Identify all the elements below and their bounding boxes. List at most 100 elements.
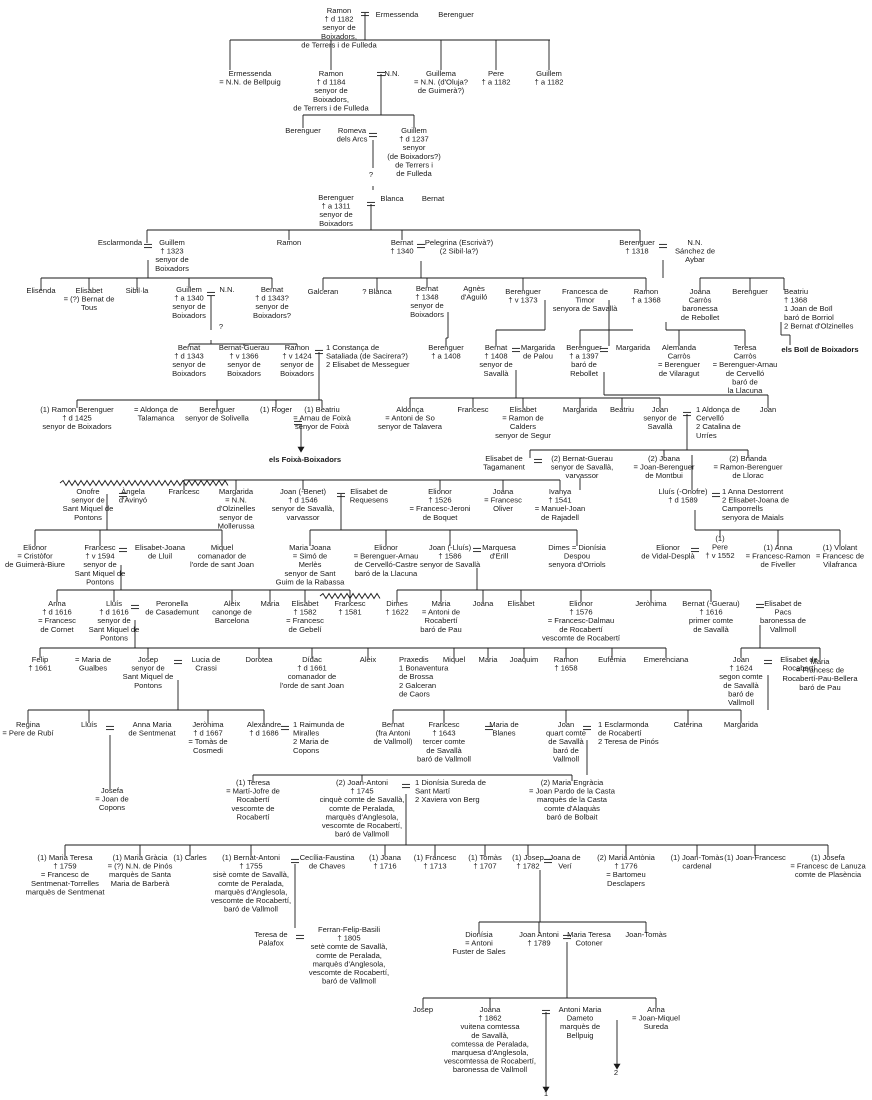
person-line: (2) Brianda xyxy=(729,454,767,463)
person-line: Joana de xyxy=(549,853,580,862)
person-line: comanador de xyxy=(288,672,337,681)
person-line: Maria xyxy=(479,655,499,664)
person-line: Ermessenda xyxy=(376,10,419,19)
person-line: Berenguer xyxy=(619,238,655,247)
person-line: Boixadors xyxy=(319,219,353,228)
person-line: Mollerussa xyxy=(218,521,255,530)
person-line: Requesens xyxy=(350,496,389,505)
person-line: de Rebollet xyxy=(681,313,720,322)
person-line: Timor xyxy=(575,296,595,305)
person-line: Pontons xyxy=(100,633,128,642)
person-line: Sant Miquel de xyxy=(89,625,140,634)
person-joantomas16: Joan-Tomàs xyxy=(625,930,667,939)
person-pere1182: Pere† a 1182 xyxy=(482,69,511,87)
connector-lines xyxy=(27,13,841,1088)
person-guillema: Guillema= N.N. (d'Oluja?de Guimerà?) xyxy=(414,69,468,95)
person-line: Maria xyxy=(811,657,831,666)
person-line: de Terrers i de Fulleda xyxy=(293,103,369,112)
person-line: Vilafranca xyxy=(823,560,857,569)
person-line: = Antoni xyxy=(465,939,493,948)
person-line: Rocabertí xyxy=(237,812,271,821)
person-line: = Berenguer-Arnau xyxy=(354,552,419,561)
person-line: de Chaves xyxy=(309,862,346,871)
person-line: † 1707 xyxy=(473,862,496,871)
person-berenguer5: Berenguer xyxy=(732,287,768,296)
person-dorotea: Dorotea xyxy=(245,655,273,664)
person-line: Margarida xyxy=(616,343,651,352)
person-line: Sataliada (de Sacirera?) xyxy=(326,352,408,361)
person-line: Rocabertí xyxy=(425,616,459,625)
person-line: Elionor xyxy=(569,599,593,608)
person-line: Francesc xyxy=(334,599,365,608)
person-line: de Fiveller xyxy=(760,560,795,569)
person-line: Galceran xyxy=(308,287,339,296)
person-line: Marquesa xyxy=(482,543,517,552)
person-line: † d 1182 xyxy=(325,15,354,24)
person-line: ? xyxy=(369,170,373,179)
person-nn5: N.N. xyxy=(219,285,234,294)
person-line: Guillem xyxy=(176,285,202,294)
person-line: la Llacuna xyxy=(728,386,763,395)
person-line: de Palou xyxy=(523,352,553,361)
person-line: Maria xyxy=(432,599,452,608)
person-line: Lluís xyxy=(106,599,122,608)
person-line: = Joan de xyxy=(95,795,129,804)
person-line: Maria Teresa xyxy=(567,930,612,939)
person-line: † 1661 xyxy=(28,664,51,673)
person-line: baró de Pau xyxy=(799,683,840,692)
person-line: senyor de xyxy=(97,616,130,625)
person-line: = Aldonça de xyxy=(134,405,178,414)
person-line: = Manuel-Joan xyxy=(535,504,585,513)
person-line: † a 1397 xyxy=(569,352,599,361)
person-line: l'orde de sant Joan xyxy=(280,681,344,690)
person-eufemia: Eufèmia xyxy=(598,655,627,664)
person-line: Joan xyxy=(558,720,574,729)
person-guillem1182: Guillem† a 1182 xyxy=(535,69,564,87)
person-line: † d 1667 xyxy=(193,729,223,738)
person-line: 1 Aldonça de xyxy=(696,405,740,414)
person-line: Boixadors xyxy=(280,369,314,378)
person-line: † a 1340 xyxy=(174,294,204,303)
person-line: senyor de xyxy=(227,360,260,369)
person-line: Guillema xyxy=(426,69,457,78)
person-line: (1) Bernat-Antoni xyxy=(222,853,280,862)
person-line: † 1541 xyxy=(548,496,571,505)
person-line: Bernat (-Guerau) xyxy=(682,599,740,608)
person-line: † 1862 xyxy=(478,1014,501,1023)
person-line: de Savallà xyxy=(693,625,729,634)
person-line: marquès de Santa xyxy=(109,870,172,879)
person-line: comte de Peralada, xyxy=(316,951,382,960)
person-line: comte d'Alaquàs xyxy=(544,804,600,813)
person-line: Regina xyxy=(16,720,41,729)
person-francesc1713: (1) Francesc† 1713 xyxy=(414,853,457,871)
person-line: Merlès xyxy=(299,560,322,569)
person-line: baronessa de Vallmoll xyxy=(453,1065,527,1074)
person-line: Dídac xyxy=(302,655,322,664)
person-line: Joana xyxy=(690,287,711,296)
person-line: Lluís (-Onofre) xyxy=(659,487,708,496)
person-miquel12: Miquel xyxy=(443,655,466,664)
person-line: baró de Borriol xyxy=(784,313,834,322)
person-line: Francesc xyxy=(84,543,115,552)
